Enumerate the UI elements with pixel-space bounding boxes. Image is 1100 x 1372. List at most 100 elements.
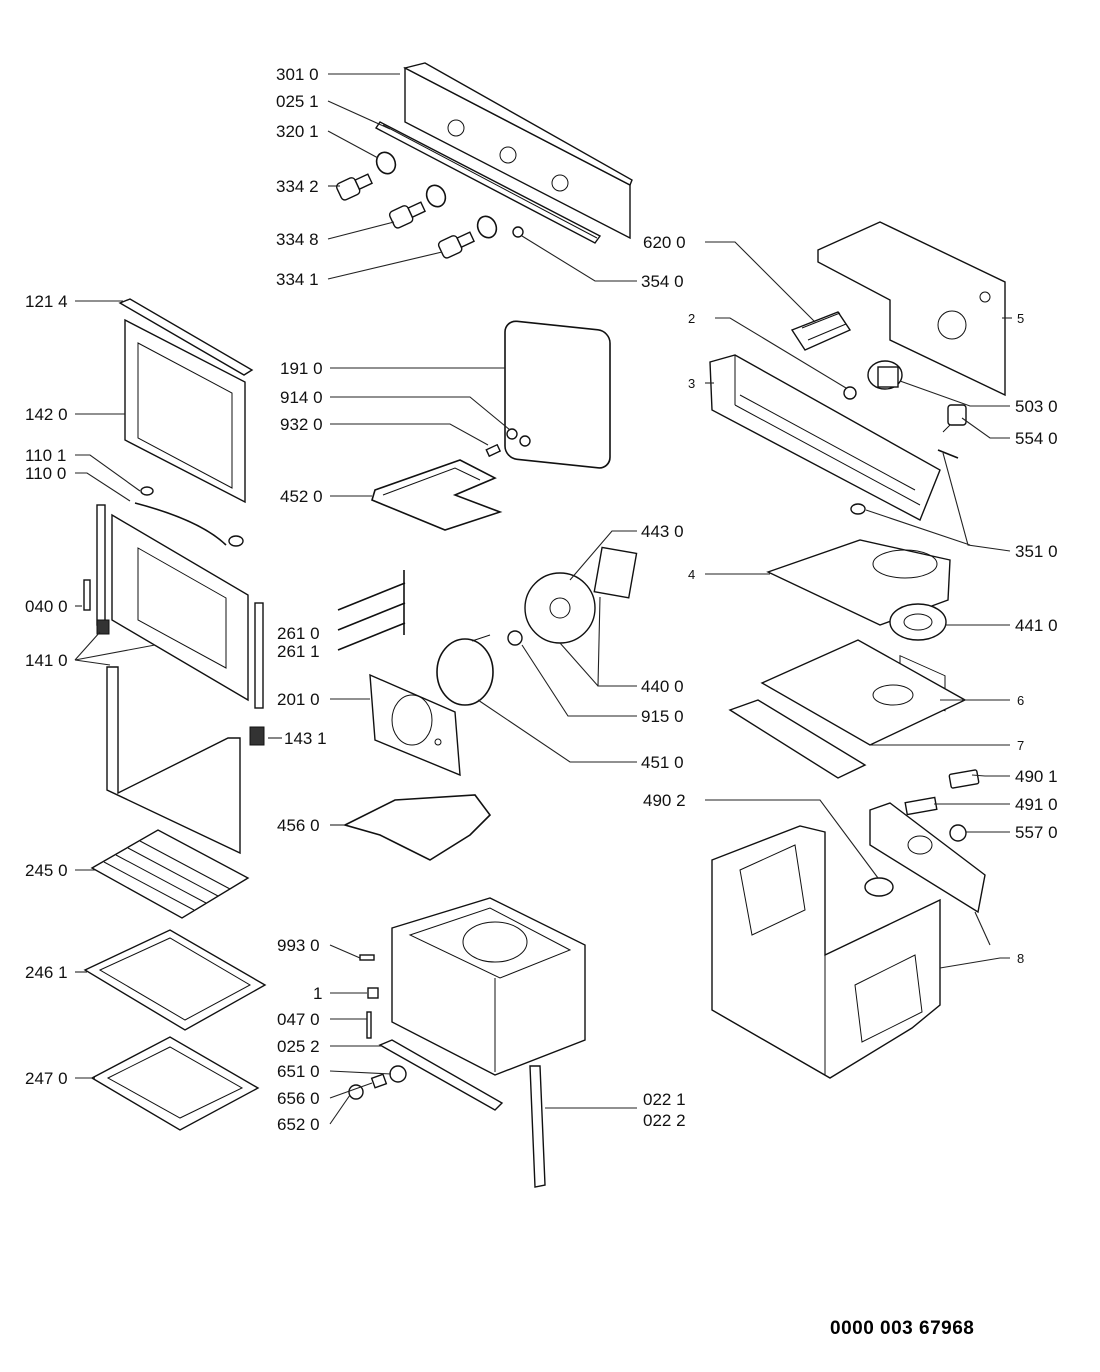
fixing-nut-parts	[485, 428, 531, 458]
label-9320: 932 0	[280, 415, 323, 434]
label-1101: 110 1	[25, 446, 66, 465]
knob-ring-parts	[375, 151, 498, 239]
label-9150: 915 0	[641, 707, 684, 726]
label-6200: 620 0	[643, 233, 686, 252]
label-6560: 656 0	[277, 1089, 320, 1108]
label-3540: 354 0	[641, 272, 684, 291]
convection-motor-part	[593, 546, 638, 599]
circular-heating-element-part	[436, 634, 494, 706]
door-rod-part	[134, 502, 227, 546]
label-4510: 451 0	[641, 753, 684, 772]
label-3341: 334 1	[276, 270, 319, 289]
switch-554-part	[942, 404, 967, 433]
hinge-040-part	[83, 579, 91, 611]
label-1100: 110 0	[25, 464, 66, 483]
label-4400: 440 0	[641, 677, 684, 696]
top-plate-part	[766, 539, 951, 626]
label-0252: 025 2	[277, 1037, 320, 1056]
spacer-part	[140, 486, 154, 496]
label-4410: 441 0	[1015, 616, 1058, 635]
label-2: 2	[688, 311, 695, 326]
control-panel-part	[403, 62, 633, 240]
tangential-fan-part	[889, 603, 947, 641]
screw-parts	[359, 954, 379, 1039]
label-8: 8	[1017, 951, 1024, 966]
panel-rail-part	[374, 121, 602, 244]
label-3201: 320 1	[276, 122, 319, 141]
cooling-motor-part	[867, 360, 903, 390]
bottom-heating-element-part	[342, 794, 492, 861]
door-profile-part	[118, 298, 254, 376]
label-3342: 334 2	[276, 177, 319, 196]
shelf-runner-parts	[337, 570, 406, 651]
label-5570: 557 0	[1015, 823, 1058, 842]
label-1410: 141 0	[25, 651, 68, 670]
door-hinge-parts	[96, 504, 264, 709]
label-0251: 025 1	[276, 92, 319, 111]
baking-tray-part	[83, 929, 267, 1031]
control-plate-part	[869, 802, 986, 914]
door-inner-frame-part	[111, 513, 249, 702]
label-3510: 351 0	[1015, 542, 1058, 561]
label-2450: 245 0	[25, 861, 68, 880]
label-0222: 022 2	[643, 1111, 686, 1130]
fan-nut-915-part	[507, 630, 523, 646]
small-part-2	[843, 386, 857, 400]
oven-casing-part	[711, 825, 941, 1079]
label-1214: 121 4	[25, 292, 68, 311]
clip-143-part	[249, 726, 265, 746]
label-6: 6	[1017, 693, 1024, 708]
door-frame-lower-part	[106, 666, 241, 855]
label-1431: 143 1	[284, 729, 327, 748]
label-9930: 993 0	[277, 936, 320, 955]
leader-lines	[74, 73, 1012, 1125]
label-0400: 040 0	[25, 597, 68, 616]
terminal-block-part	[790, 311, 852, 351]
rear-fan-cover-part	[369, 673, 461, 777]
label-1910: 191 0	[280, 359, 323, 378]
knob-parts	[335, 173, 524, 259]
label-4520: 452 0	[280, 487, 323, 506]
label-2470: 247 0	[25, 1069, 68, 1088]
label-1420: 142 0	[25, 405, 68, 424]
label-5: 5	[1017, 311, 1024, 326]
side-rail-parts	[529, 1065, 546, 1188]
label-6520: 652 0	[277, 1115, 320, 1134]
label-2010: 201 0	[277, 690, 320, 709]
label-5540: 554 0	[1015, 429, 1058, 448]
label-4430: 443 0	[641, 522, 684, 541]
label-9140: 914 0	[280, 388, 323, 407]
convection-fan-part	[524, 572, 596, 644]
oven-cavity-part	[391, 897, 586, 1076]
label-2611: 261 1	[277, 642, 320, 661]
label-2610: 261 0	[277, 624, 320, 643]
label-0221: 022 1	[643, 1090, 686, 1109]
label-3: 3	[688, 376, 695, 391]
label-7: 7	[1017, 738, 1024, 753]
grill-rack-part	[90, 829, 250, 919]
deep-pan-part	[90, 1036, 260, 1131]
label-4902: 490 2	[643, 791, 686, 810]
front-frame-025-2-part	[378, 1039, 504, 1111]
label-1: 1	[313, 984, 322, 1003]
label-6510: 651 0	[277, 1062, 320, 1081]
document-number: 0000 003 67968	[830, 1318, 975, 1339]
control-knob-parts	[348, 1065, 407, 1100]
door-glass-part	[124, 318, 246, 504]
part-number-labels: 301 0 025 1 320 1 334 2 334 8 334 1 354 …	[25, 65, 1058, 1134]
switch-parts	[864, 769, 980, 897]
label-2461: 246 1	[25, 963, 68, 982]
label-3010: 301 0	[276, 65, 319, 84]
lamp-holder-part	[850, 449, 959, 515]
door-gasket-part	[504, 320, 611, 469]
label-4910: 491 0	[1015, 795, 1058, 814]
label-4560: 456 0	[277, 816, 320, 835]
door-bumper-part	[228, 535, 244, 547]
label-3348: 334 8	[276, 230, 319, 249]
label-0470: 047 0	[277, 1010, 320, 1029]
label-4: 4	[688, 567, 695, 582]
front-profile-part	[709, 354, 941, 521]
top-heating-element-part	[371, 459, 503, 531]
